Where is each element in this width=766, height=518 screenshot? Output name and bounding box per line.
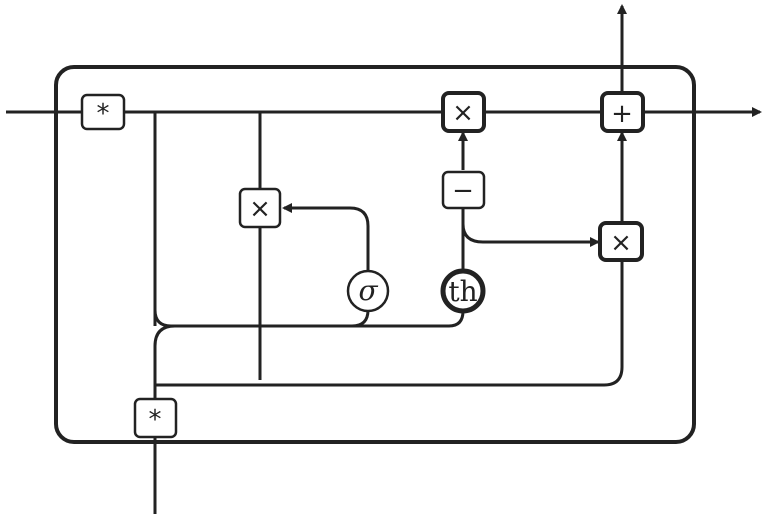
sigma-bus-curve (351, 309, 370, 328)
svg-text:×: × (249, 194, 271, 224)
input-bus-curve (153, 324, 176, 347)
svg-text:×: × (610, 228, 632, 258)
plus-node: + (600, 91, 645, 133)
multiply-right-node: × (598, 221, 644, 262)
tanh-branch-curve (461, 223, 484, 244)
cell-boundary (54, 65, 696, 444)
tanh-node: th (440, 268, 486, 314)
multiply-top-node: × (441, 91, 486, 133)
minus-node: − (441, 170, 486, 210)
star-top-node: * (80, 93, 126, 131)
svg-text:*: * (149, 405, 162, 435)
svg-text:th: th (448, 275, 477, 308)
svg-text:*: * (97, 99, 110, 129)
svg-text:−: − (452, 176, 474, 206)
sigma-node: σ (346, 269, 390, 313)
svg-text:σ: σ (358, 274, 378, 307)
lower-bus-curve (603, 366, 624, 387)
svg-text:+: + (611, 99, 633, 129)
left-branch-curve (153, 309, 172, 328)
multiply-left-node: × (238, 187, 282, 229)
sigma-curve (349, 206, 370, 227)
svg-text:×: × (452, 98, 474, 128)
star-bottom-node: * (133, 397, 178, 439)
